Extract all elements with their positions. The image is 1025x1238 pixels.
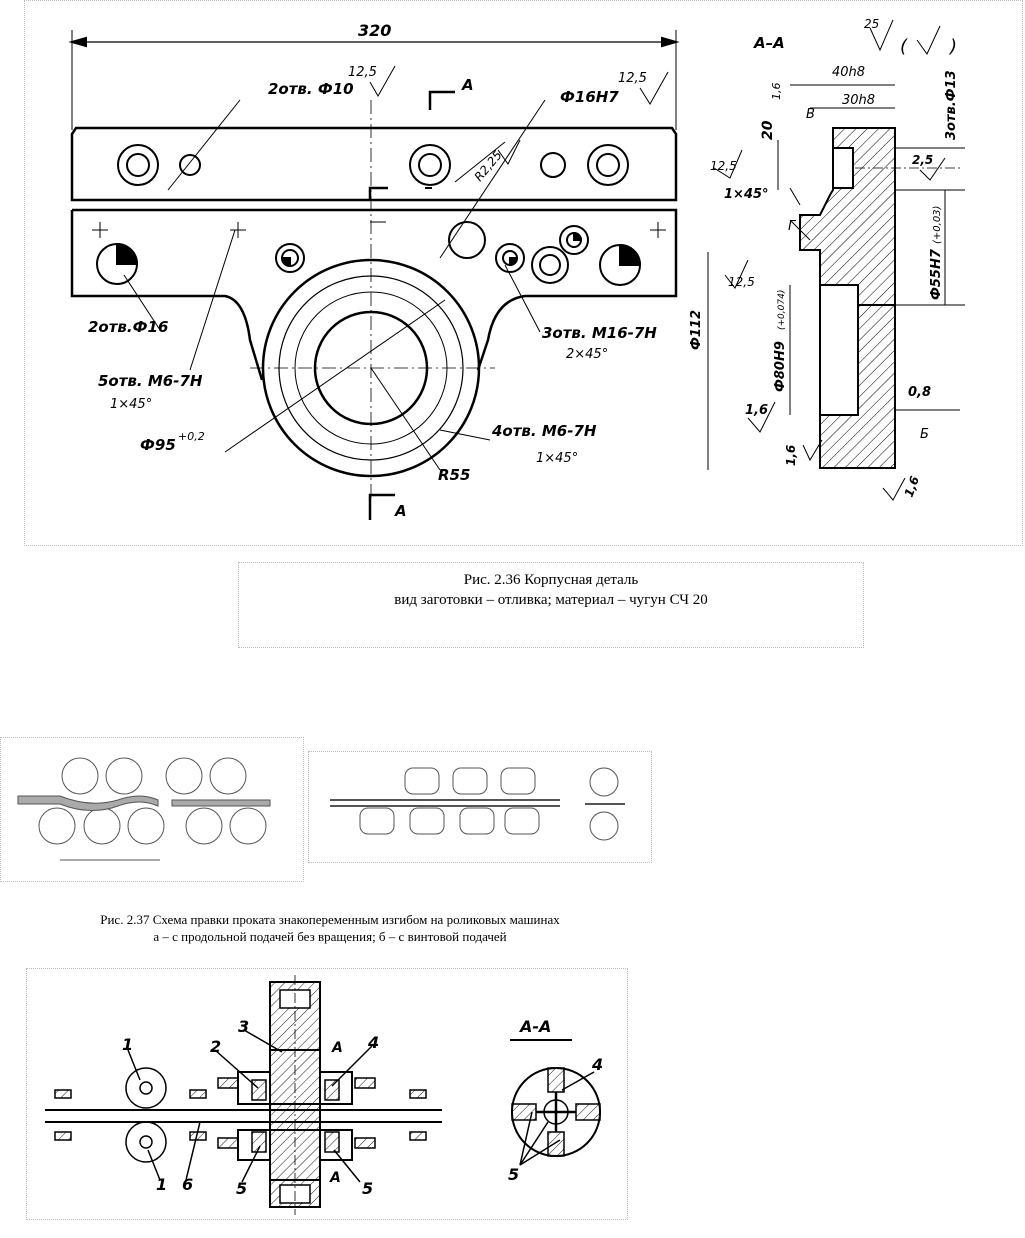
fig238-label-5-left: 5 [236,1179,247,1198]
label-5-holes-m6: 5отв. М6-7Н [98,372,203,390]
dim-40h8: 40h8 [832,65,865,80]
label-3-holes-d13: 3отв.Ф13 [944,70,959,140]
dim-d55-tolerance: (+0,03) [932,206,943,244]
roughness-12-5-d: 12,5 [728,275,755,289]
dim-d55h7: Ф55Н7 [929,248,944,300]
caption-237-line2: а – с продольной подачей без вращения; б… [153,929,507,944]
fig238-label-4: 4 [367,1033,379,1052]
roughness-1-6-c: 1,6 [784,445,798,466]
roughness-paren-close: ) [948,36,957,57]
fig238-label-6: 6 [182,1175,193,1194]
roughness-25: 25 [864,17,879,31]
dim-320: 320 [358,21,391,40]
dim-2-5: 2,5 [912,153,933,167]
label-g: Г [788,219,797,234]
dim-d80-tolerance: (+0,074) [777,290,787,330]
label-4-holes-m6: 4отв. М6-7Н [491,422,597,440]
section-mark-a-top: А [461,76,474,94]
fig238-label-1-top: 1 [122,1035,133,1054]
fig238-label-2: 2 [210,1037,221,1056]
label-b: Б [920,427,929,442]
roughness-1-6-a: 1,6 [770,83,783,101]
fig238-section-label-5: 5 [508,1165,519,1184]
dim-30h8: 30h8 [842,93,875,108]
label-chamfer-45: 1×45° [724,187,769,202]
fig238-label-3: 3 [238,1017,249,1036]
label-3-holes-m16: 3отв. М16-7Н [542,324,657,342]
label-d95-tolerance: +0,2 [178,430,205,443]
label-2-holes-d16: 2отв.Ф16 [88,318,168,336]
figure-2-37a-panel [0,737,304,882]
fig238-label-5-right: 5 [362,1179,373,1198]
label-chamfer-1: 1×45° [110,397,152,412]
caption-236-line2: вид заготовки – отливка; материал – чугу… [394,592,708,608]
roughness-1-6-b: 1,6 [745,403,768,418]
roughness-12-5-c: 12,5 [710,159,737,173]
figure-2-37b-panel [308,751,652,863]
dim-d80h9: Ф80Н9 [773,341,788,392]
label-d16h7: Ф16Н7 [560,88,619,106]
section-title: А–А [753,34,785,52]
label-2-holes-d10: 2отв. Ф10 [268,80,354,98]
dim-20: 20 [760,120,776,140]
label-chamfer-2: 2×45° [566,347,608,362]
fig238-section-title: А-А [518,1017,551,1036]
caption-237-line1: Рис. 2.37 Схема правки проката знакопере… [100,912,560,927]
figure-2-36-panel [24,0,1023,546]
fig238-label-a-bottom: А [329,1170,341,1186]
figure-2-36-drawing: 320 2отв. Ф10 12,5 12,5 12,5 12,5 А А Ф1… [68,17,965,520]
roughness-paren-open: ( [900,36,908,57]
label-chamfer-3: 1×45° [536,451,578,466]
dim-d112: Ф112 [689,310,704,350]
section-mark-a-bottom: А [394,502,407,520]
figure-2-36-caption-box [238,562,864,648]
label-r55: R55 [438,466,470,484]
roughness-12-5-b: 12,5 [618,71,647,86]
caption-236-line1: Рис. 2.36 Корпусная деталь [463,572,639,588]
dim-0-8: 0,8 [908,385,931,400]
roughness-1-6-d: 1,6 [902,474,922,499]
figure-2-37-drawing [17,757,625,861]
figure-2-38-panel [26,968,628,1220]
figure-2-37-caption: Рис. 2.37 Схема правки проката знакопере… [20,911,640,945]
fig238-label-1-bottom: 1 [156,1175,167,1194]
roughness-12-5-a: 12,5 [348,65,377,80]
figure-2-36-caption: Рис. 2.36 Корпусная деталь вид заготовки… [238,570,864,610]
label-v: В [806,107,815,122]
label-d95: Ф95 [140,436,176,454]
fig238-label-a-top: А [331,1040,343,1056]
fig238-section-label-4: 4 [591,1055,603,1074]
